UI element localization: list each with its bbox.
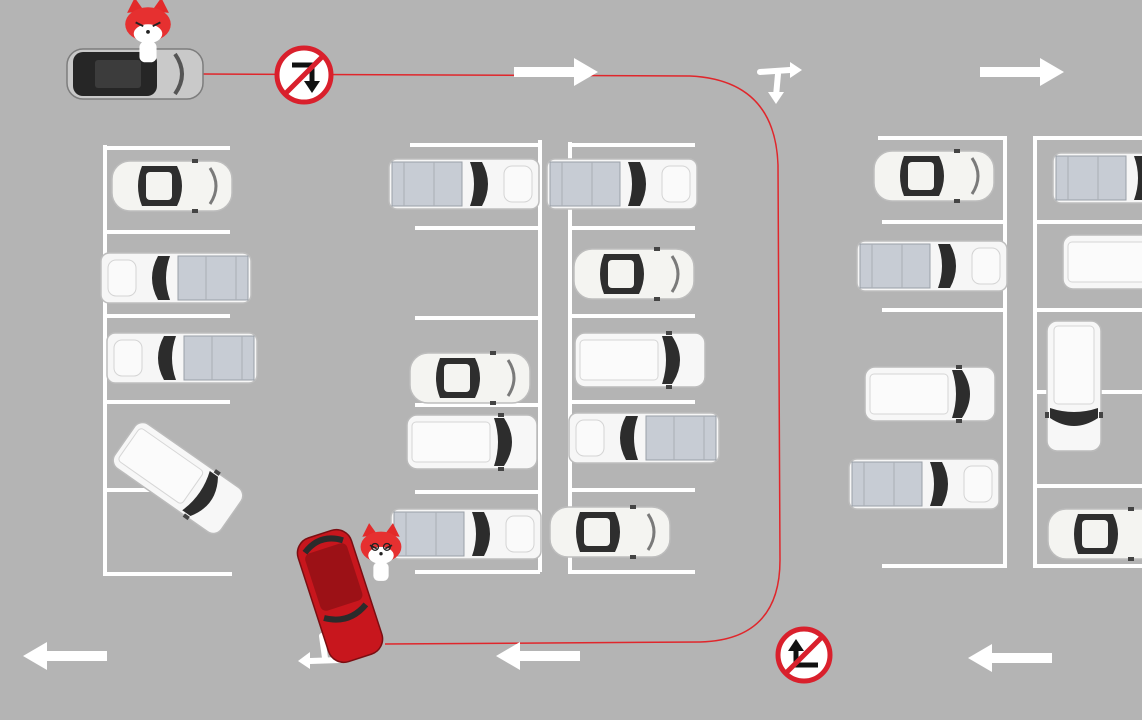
parked-car	[574, 330, 706, 390]
parked-car	[568, 412, 720, 464]
parked-car	[100, 252, 252, 304]
parked-car	[390, 508, 542, 560]
parked-car	[110, 157, 234, 215]
parked-car	[864, 364, 996, 424]
parked-car	[1044, 320, 1104, 452]
parked-car	[106, 332, 258, 384]
dark-car	[66, 48, 204, 100]
parking-bay-markings	[103, 136, 1142, 576]
red-car	[296, 528, 384, 664]
parked-car	[548, 503, 672, 561]
parked-car	[546, 158, 698, 210]
turn-arrow-icon	[757, 62, 802, 104]
no-u-turn-sign	[775, 626, 833, 684]
parked-car	[856, 240, 1008, 292]
parked-car	[848, 458, 1000, 510]
parked-car	[408, 349, 532, 407]
parked-car	[406, 412, 538, 472]
parked-car	[1052, 152, 1142, 204]
parked-car	[388, 158, 540, 210]
parked-car	[572, 245, 696, 303]
fox-mascot-dizzy	[359, 522, 403, 582]
parked-car	[1046, 505, 1142, 563]
parked-car	[1062, 232, 1142, 292]
no-left-turn-sign	[274, 45, 334, 105]
driving-route-line	[201, 73, 781, 645]
parked-car	[872, 147, 996, 205]
